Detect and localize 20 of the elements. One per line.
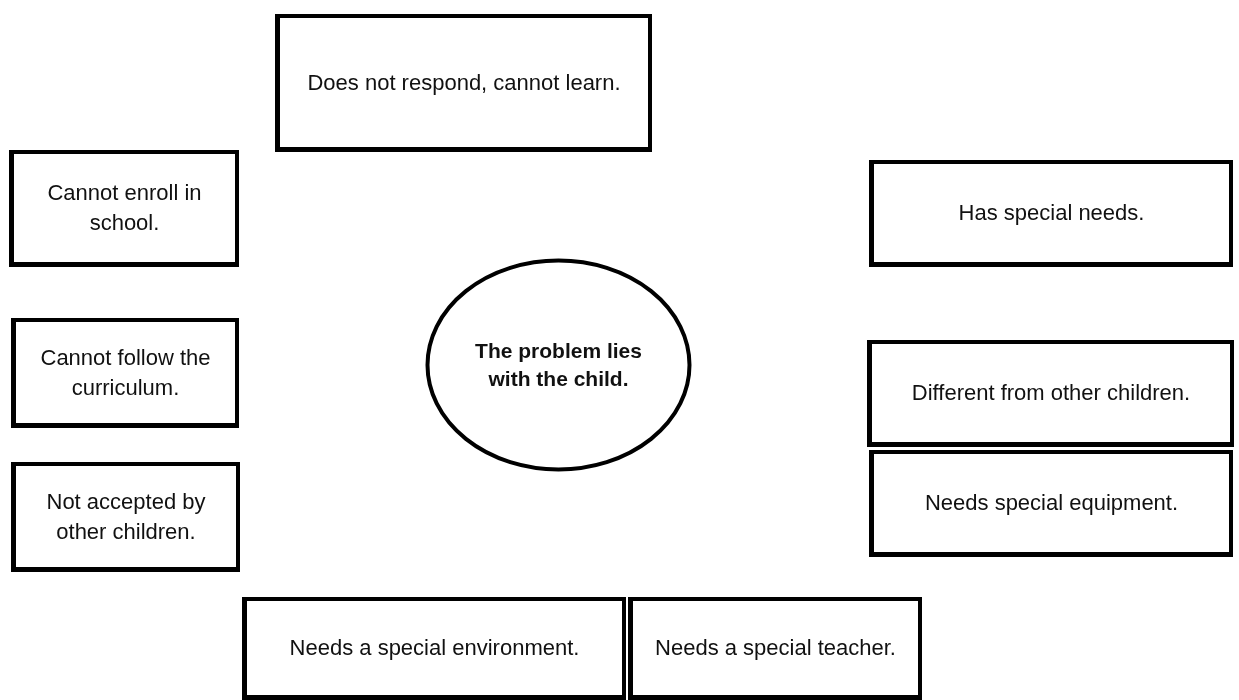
- node-text: Not accepted by other children.: [45, 487, 207, 546]
- text-box: [628, 597, 922, 700]
- node-text: Cannot enroll in school.: [46, 179, 203, 237]
- text-box: [11, 462, 240, 572]
- node-text: Needs a special teacher.: [654, 634, 897, 663]
- node-text: Has special needs.: [957, 199, 1146, 228]
- node-text: Needs special equipment.: [923, 489, 1180, 518]
- node-text: Different from other children.: [910, 379, 1192, 408]
- text-box: [11, 318, 239, 428]
- text-box: [869, 450, 1233, 557]
- text-box: [9, 150, 239, 267]
- ellipse-node: [425, 258, 692, 472]
- node-text: Does not respond, cannot learn.: [306, 68, 622, 97]
- text-box: [867, 340, 1234, 447]
- text-box: [242, 597, 626, 700]
- text-box: [275, 14, 652, 152]
- node-text: Needs a special environment.: [288, 634, 581, 663]
- node-text: The problem lies with the child.: [474, 337, 643, 392]
- text-box: [869, 160, 1233, 267]
- node-text: Cannot follow the curriculum.: [39, 343, 212, 402]
